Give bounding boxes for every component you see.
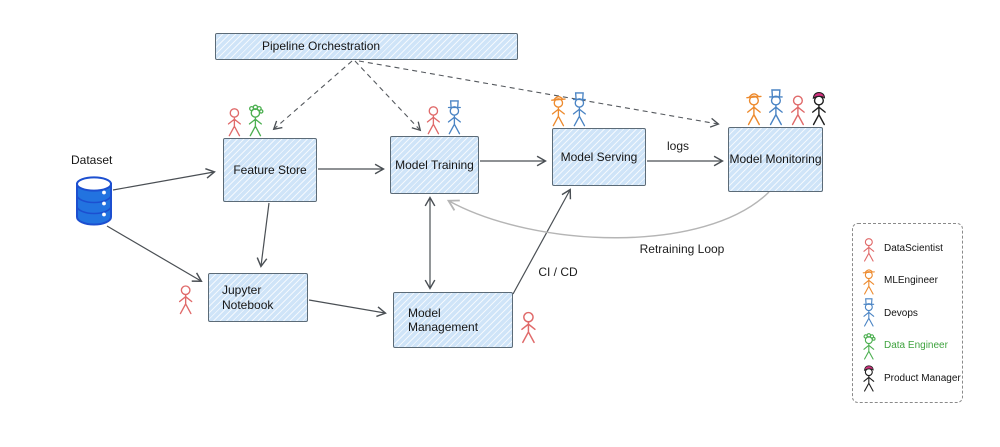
model-serving-personas bbox=[549, 92, 589, 128]
jupyter-persona bbox=[176, 279, 195, 316]
edge-orchestration-feature-store bbox=[272, 60, 353, 131]
edge-dataset-feature-store bbox=[112, 167, 216, 191]
data-scientist-icon bbox=[861, 233, 878, 263]
legend-item-product-manager: Product Manager bbox=[861, 363, 961, 393]
legend-label: DataScientist bbox=[884, 242, 943, 254]
dataset-label: Dataset bbox=[71, 153, 113, 167]
devops-icon bbox=[445, 100, 464, 136]
data-engineer-icon bbox=[861, 331, 878, 361]
product-manager-icon bbox=[809, 89, 829, 127]
node-label: Model Serving bbox=[560, 149, 638, 164]
data-engineer-icon bbox=[246, 102, 265, 138]
node-jupyter-notebook: Jupyter Notebook bbox=[208, 273, 308, 322]
edge-jupyter-management bbox=[308, 299, 387, 318]
node-model-serving: Model Serving bbox=[552, 128, 646, 186]
node-feature-store: Feature Store bbox=[223, 138, 317, 202]
legend-label: Devops bbox=[884, 307, 918, 319]
legend-item-data-engineer: Data Engineer bbox=[861, 331, 956, 361]
edge-retraining-loop bbox=[446, 191, 770, 239]
node-model-monitoring: Model Monitoring bbox=[728, 127, 823, 192]
persona-legend: DataScientist MLEngineer Devops Data Eng… bbox=[852, 223, 963, 403]
legend-item-devops: Devops bbox=[861, 298, 956, 328]
edge-feature-store-jupyter bbox=[256, 202, 270, 268]
data-scientist-icon bbox=[225, 102, 244, 138]
devops-icon bbox=[861, 298, 878, 328]
edge-management-serving bbox=[512, 188, 572, 295]
node-model-management: Model Management bbox=[393, 292, 513, 348]
node-label: Pipeline Orchestration bbox=[262, 39, 381, 54]
node-label: Feature Store bbox=[233, 162, 307, 177]
product-manager-icon bbox=[861, 363, 878, 393]
legend-item-ml-engineer: MLEngineer bbox=[861, 266, 956, 296]
edge-label-cicd: CI / CD bbox=[538, 265, 578, 279]
edge-label-logs: logs bbox=[666, 139, 689, 153]
data-scientist-icon bbox=[424, 100, 443, 136]
edge-dataset-jupyter bbox=[106, 225, 203, 282]
data-scientist-icon bbox=[176, 279, 195, 316]
node-label: Model Training bbox=[395, 157, 474, 172]
legend-label: Product Manager bbox=[884, 372, 961, 384]
node-pipeline-orchestration: Pipeline Orchestration bbox=[215, 33, 518, 60]
model-management-persona bbox=[518, 305, 539, 345]
model-training-personas bbox=[424, 100, 464, 136]
ml-engineer-icon bbox=[861, 266, 878, 296]
node-model-training: Model Training bbox=[390, 136, 479, 194]
edge-label-retraining-loop: Retraining Loop bbox=[639, 242, 725, 256]
devops-icon bbox=[570, 92, 589, 128]
node-label: Jupyter Notebook bbox=[222, 283, 274, 312]
node-label: Model Management bbox=[408, 305, 479, 334]
data-scientist-icon bbox=[518, 305, 539, 345]
model-monitoring-personas bbox=[744, 89, 829, 127]
database-icon bbox=[74, 175, 114, 226]
devops-icon bbox=[766, 89, 786, 127]
feature-store-personas bbox=[225, 102, 265, 138]
legend-item-data-scientist: DataScientist bbox=[861, 233, 956, 263]
edge-orchestration-training bbox=[354, 60, 422, 132]
ml-engineer-icon bbox=[549, 92, 568, 128]
legend-label: MLEngineer bbox=[884, 275, 938, 286]
node-label: Model Monitoring bbox=[729, 152, 822, 167]
ml-engineer-icon bbox=[744, 89, 764, 127]
legend-label: Data Engineer bbox=[884, 340, 948, 351]
data-scientist-icon bbox=[788, 89, 808, 127]
edge-orchestration-monitoring bbox=[358, 60, 720, 128]
